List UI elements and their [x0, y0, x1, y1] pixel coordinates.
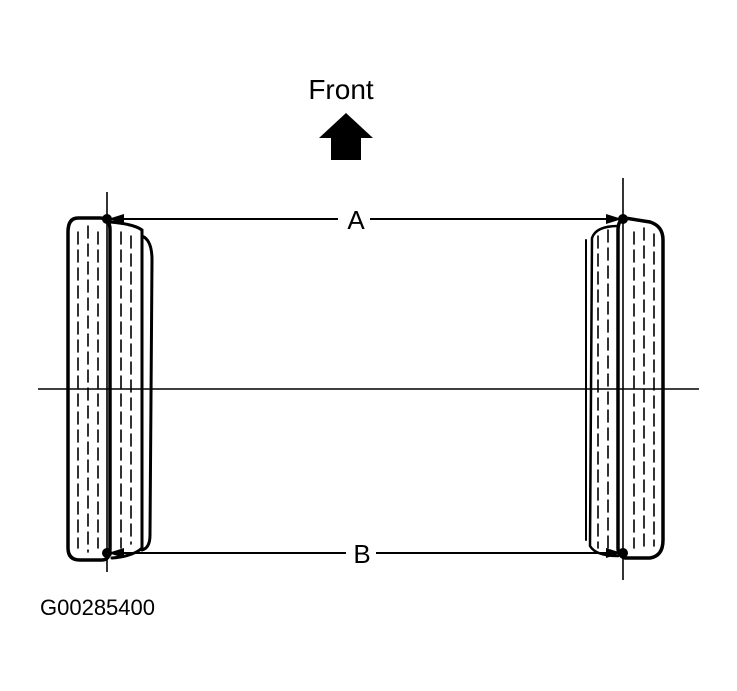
- dimension-b: B: [102, 539, 628, 569]
- front-arrow-icon: [319, 113, 373, 160]
- dimension-b-label: B: [353, 539, 370, 569]
- right-tire: [585, 216, 665, 560]
- dimension-a: A: [102, 205, 628, 235]
- dimension-a-label: A: [347, 205, 365, 235]
- front-label: Front: [308, 74, 374, 105]
- figure-id: G00285400: [40, 595, 155, 620]
